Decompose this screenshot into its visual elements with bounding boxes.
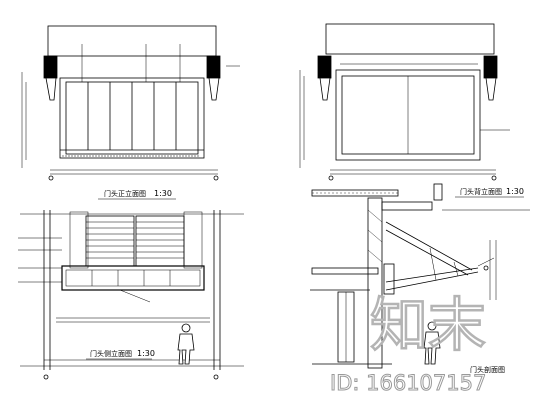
frame-top [47,25,217,57]
left-post-cap [317,55,332,79]
slab-lower [311,267,379,275]
right-bracket [208,77,220,101]
left-post-cap [43,55,58,79]
right-post-cap [206,55,221,79]
back-panel [335,69,481,161]
frame-top [325,23,495,55]
person-figure [177,323,195,365]
sign-frame [59,77,205,159]
watermark: 知末 ID: 166107157 [330,290,488,396]
watermark-id: ID: 166107157 [330,371,486,395]
back-elevation-caption: 门头背立面图 [460,187,502,196]
sign-band [61,265,205,291]
side-elevation-scale: 1:30 [137,349,155,358]
watermark-logo: 知末 [370,291,486,359]
person-figure-section [423,321,441,365]
section-view [310,183,530,369]
back-elevation-scale: 1:30 [506,187,524,196]
section-caption: 门头剖面图 [470,365,505,374]
left-bracket [45,77,57,101]
panel-divisions [87,82,177,150]
side-elevation-caption: 门头侧立面图 [90,349,132,358]
back-elevation-view [299,23,510,181]
right-post-cap [483,55,498,79]
front-elevation-view [21,25,240,181]
side-elevation-view [18,210,244,380]
wall-column [367,197,383,369]
front-elevation-scale: 1:30 [154,189,172,198]
front-elevation-caption: 门头正立面图 [104,189,146,198]
louver-slats [86,221,184,259]
